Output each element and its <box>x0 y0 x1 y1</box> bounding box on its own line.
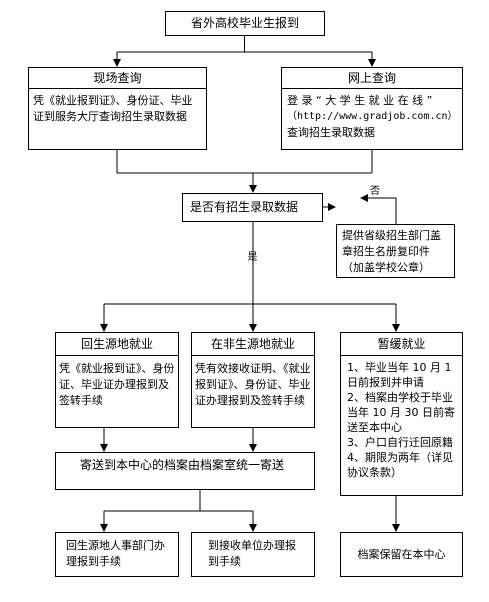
label-no: 否 <box>370 186 380 197</box>
decision-text: 是否有招生录取数据 <box>190 200 299 214</box>
online-query-title: 网上查询 <box>282 68 462 89</box>
mail-text: 寄送到本中心的档案由档案室统一寄送 <box>80 458 285 472</box>
end1-text: 回生源地人事部门办理报到手续 <box>66 539 165 568</box>
online-query-body: 登 录 “ 大 学 生 就 业 在 线 ” （http://www.gradjo… <box>282 90 462 149</box>
col3-box: 暂缓就业 1、毕业当年 10 月 1 日前报到并申请 2、档案由学校于毕业当年 … <box>340 332 463 496</box>
online-query-box: 网上查询 登 录 “ 大 学 生 就 业 在 线 ” （http://www.g… <box>281 67 463 150</box>
label-yes: 是 <box>245 251 256 261</box>
col1-title: 回生源地就业 <box>56 333 178 356</box>
onsite-query-box: 现场查询 凭《就业报到证》、身份证、毕业证到服务大厅查询招生录取数据 <box>28 67 207 150</box>
online-query-line1: 登 录 “ 大 学 生 就 业 在 线 ” <box>287 94 433 107</box>
mail-box: 寄送到本中心的档案由档案室统一寄送 <box>55 452 315 490</box>
col1-box: 回生源地就业 凭《就业报到证》、身份证、毕业证办理报到及签转手续 <box>55 332 179 428</box>
end2-text: 到接收单位办理报到手续 <box>208 539 296 568</box>
end3-text: 档案保留在本中心 <box>357 548 446 561</box>
noside-text: 提供省级招生部门盖章招生名册复印件（加盖学校公章） <box>342 229 441 274</box>
online-query-url: （http://www.gradjob.com.cn） <box>287 111 458 122</box>
onsite-query-title: 现场查询 <box>29 68 206 89</box>
start-text: 省外高校毕业生报到 <box>190 16 299 30</box>
col3-item: 4、期限为两年（详见协议条款） <box>347 451 453 479</box>
onsite-query-body: 凭《就业报到证》、身份证、毕业证到服务大厅查询招生录取数据 <box>33 94 193 123</box>
online-query-line3: 查询招生录取数据 <box>287 126 375 139</box>
end3-box: 档案保留在本中心 <box>340 532 463 577</box>
start-box: 省外高校毕业生报到 <box>165 11 325 36</box>
col3-item: 3、户口自行迁回原籍 <box>347 436 453 449</box>
col2-body: 凭有效接收证明、《就业报到证》、身份证、毕业证办理报到及签转手续 <box>195 362 311 407</box>
arrow-noside-up <box>360 194 397 224</box>
col3-item: 2、档案由学校于毕业当年 10 月 30 日前寄送至本中心 <box>347 391 455 434</box>
end1-box: 回生源地人事部门办理报到手续 <box>55 532 179 577</box>
col3-body: 1、毕业当年 10 月 1 日前报到并申请 2、档案由学校于毕业当年 10 月 … <box>341 357 462 495</box>
col3-item: 1、毕业当年 10 月 1 日前报到并申请 <box>347 361 452 389</box>
noside-box: 提供省级招生部门盖章招生名册复印件（加盖学校公章） <box>336 224 455 278</box>
col3-title: 暂缓就业 <box>341 333 462 356</box>
decision-box: 是否有招生录取数据 <box>182 193 323 222</box>
col1-body: 凭《就业报到证》、身份证、毕业证办理报到及签转手续 <box>59 362 175 407</box>
end2-box: 到接收单位办理报到手续 <box>191 532 315 577</box>
col2-title: 在非生源地就业 <box>192 333 314 356</box>
col2-box: 在非生源地就业 凭有效接收证明、《就业报到证》、身份证、毕业证办理报到及签转手续 <box>191 332 315 428</box>
